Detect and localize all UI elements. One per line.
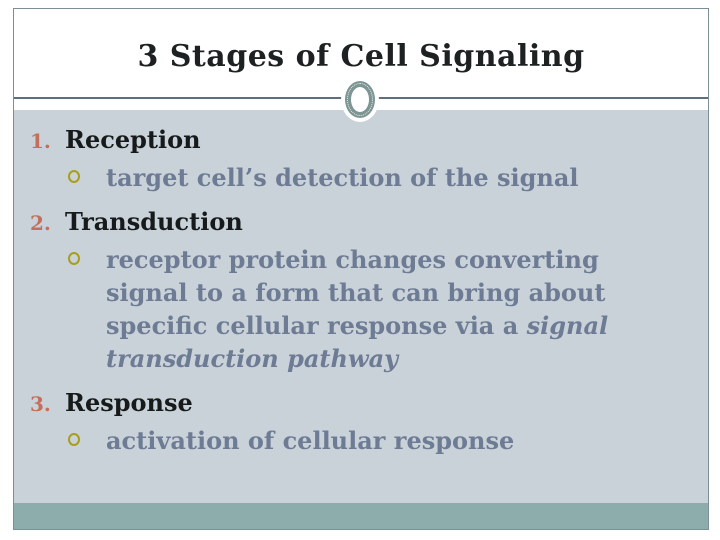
item-label: Response — [65, 388, 193, 417]
slide: 3 Stages of Cell Signaling 1. Reception … — [13, 8, 709, 530]
title-area: 3 Stages of Cell Signaling — [14, 9, 708, 97]
sub-bullet-text: receptor protein changes converting sign… — [106, 243, 651, 375]
circle-bullet-icon — [68, 433, 80, 446]
item-number: 3. — [30, 392, 51, 416]
item-number: 2. — [30, 211, 51, 235]
list-item-response: 3. Response — [14, 383, 708, 424]
list-item-reception: 1. Reception — [14, 120, 708, 161]
circle-bullet-icon — [68, 170, 80, 183]
sub-bullet-row: receptor protein changes converting sign… — [14, 243, 708, 375]
sub-text-normal: receptor protein changes converting sign… — [106, 245, 606, 340]
circle-bullet-icon — [68, 252, 80, 265]
footer-band — [14, 503, 708, 529]
sub-text-normal: target cell’s detection of the signal — [106, 163, 579, 192]
sub-text-normal: activation of cellular response — [106, 426, 515, 455]
item-number: 1. — [30, 129, 51, 153]
stage-list: 1. Reception target cell’s detection of … — [14, 120, 708, 465]
content-background-band — [14, 110, 708, 503]
list-item-transduction: 2. Transduction — [14, 202, 708, 243]
item-label: Transduction — [65, 207, 243, 236]
circle-ornament-icon — [345, 81, 375, 118]
slide-title: 3 Stages of Cell Signaling — [137, 39, 585, 74]
sub-text-italic: signal transduction pathway — [106, 311, 609, 373]
item-label: Reception — [65, 125, 201, 154]
sub-bullet-row: target cell’s detection of the signal — [14, 161, 708, 194]
sub-bullet-text: target cell’s detection of the signal — [106, 161, 651, 194]
sub-bullet-row: activation of cellular response — [14, 424, 708, 457]
sub-bullet-text: activation of cellular response — [106, 424, 651, 457]
